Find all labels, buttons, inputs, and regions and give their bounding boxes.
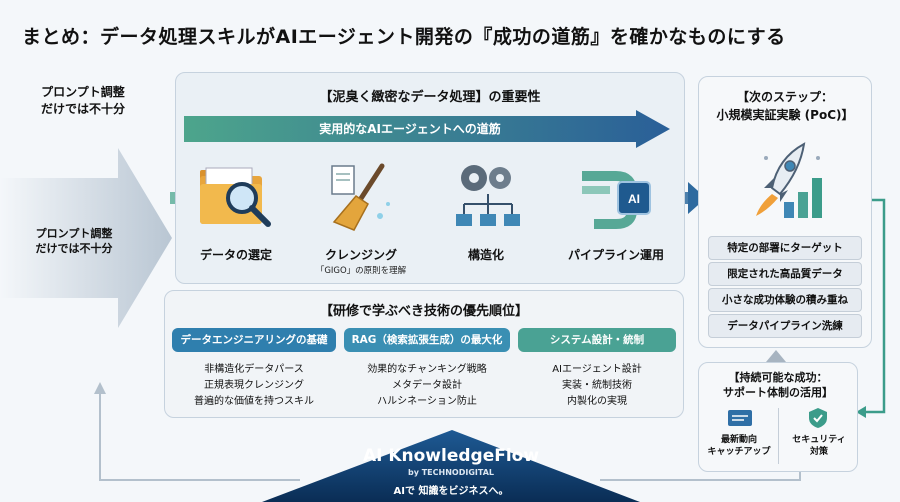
list-item: 非構造化データパース — [204, 364, 304, 375]
list-item: メタデータ設計 — [392, 380, 462, 391]
shield-icon — [809, 408, 827, 428]
sustain-item-security: セキュリティ 対策 — [792, 435, 846, 457]
next-step-item: 限定された高品質データ — [708, 262, 862, 286]
folder-magnifier-icon — [200, 167, 271, 227]
ai-pipeline-icon: AI — [582, 171, 651, 229]
data-processing-title: 【泥臭く緻密なデータ処理】の重要性 — [319, 90, 541, 105]
brand-pyramid — [262, 430, 640, 502]
gears-network-icon — [456, 165, 520, 226]
brand-tagline: AIで 知識をビジネスへ。 — [393, 486, 509, 497]
svg-text:AI: AI — [628, 192, 640, 206]
step-cleansing-note: 「GIGO」の原則を理解 — [315, 266, 407, 276]
pathway-banner-label: 実用的なAIエージェントへの道筋 — [319, 122, 501, 136]
step-pipeline: パイプライン運用 — [567, 248, 664, 262]
training-heading-system: システム設計・統制 — [518, 328, 676, 352]
step-structuring: 構造化 — [467, 248, 504, 262]
list-item: 正規表現クレンジング — [204, 380, 304, 391]
news-icon — [728, 410, 752, 426]
left-note-top: プロンプト調整 だけでは不十分 — [40, 85, 125, 116]
training-title: 【研修で学ぶべき技術の優先順位】 — [319, 304, 528, 319]
next-step-item: 特定の部署にターゲット — [708, 236, 862, 260]
list-item: AIエージェント設計 — [552, 364, 642, 375]
next-step-item: 小さな成功体験の積み重ね — [708, 288, 862, 312]
training-heading-rag: RAG（検索拡張生成）の最大化 — [344, 328, 510, 352]
sustain-divider — [778, 408, 779, 464]
training-list-rag: 効果的なチャンキング戦略 メタデータ設計 ハルシネーション防止 — [344, 362, 510, 410]
rocket-chart-icon — [756, 142, 822, 218]
left-big-arrow — [0, 148, 172, 328]
pathway-banner — [184, 110, 670, 148]
left-note-arrow: プロンプト調整 だけでは不十分 — [35, 227, 113, 255]
training-panel — [164, 290, 684, 418]
training-heading-data-engineering: データエンジニアリングの基礎 — [172, 328, 336, 352]
brand-name: AI KnowledgeFlow — [362, 446, 540, 466]
training-list-data-engineering: 非構造化データパース 正規表現クレンジング 普遍的な価値を持つスキル — [172, 362, 336, 410]
next-step-item: データパイプライン洗練 — [708, 314, 862, 338]
list-item: ハルシネーション防止 — [377, 396, 477, 407]
page-title: まとめ：データ処理スキルがAIエージェント開発の『成功の道筋』を確かなものにする — [22, 26, 786, 48]
broom-icon — [331, 163, 390, 231]
list-item: 効果的なチャンキング戦略 — [367, 364, 487, 375]
list-item: 普遍的な価値を持つスキル — [194, 396, 314, 407]
sustain-title: 【持続可能な成功： サポート体制の活用】 — [723, 371, 833, 399]
training-list-system: AIエージェント設計 実装・統制技術 内製化の実現 — [518, 362, 676, 410]
list-item: 実装・統制技術 — [562, 380, 632, 391]
brand-by: by TECHNODIGITAL — [408, 468, 494, 477]
next-step-title: 【次のステップ： 小規模実証実験 (PoC)】 — [716, 90, 854, 122]
sustain-item-trends: 最新動向 キャッチアップ — [707, 435, 771, 457]
list-item: 内製化の実現 — [567, 396, 627, 407]
step-data-selection: データの選定 — [199, 248, 272, 262]
step-cleansing: クレンジング — [324, 248, 397, 262]
